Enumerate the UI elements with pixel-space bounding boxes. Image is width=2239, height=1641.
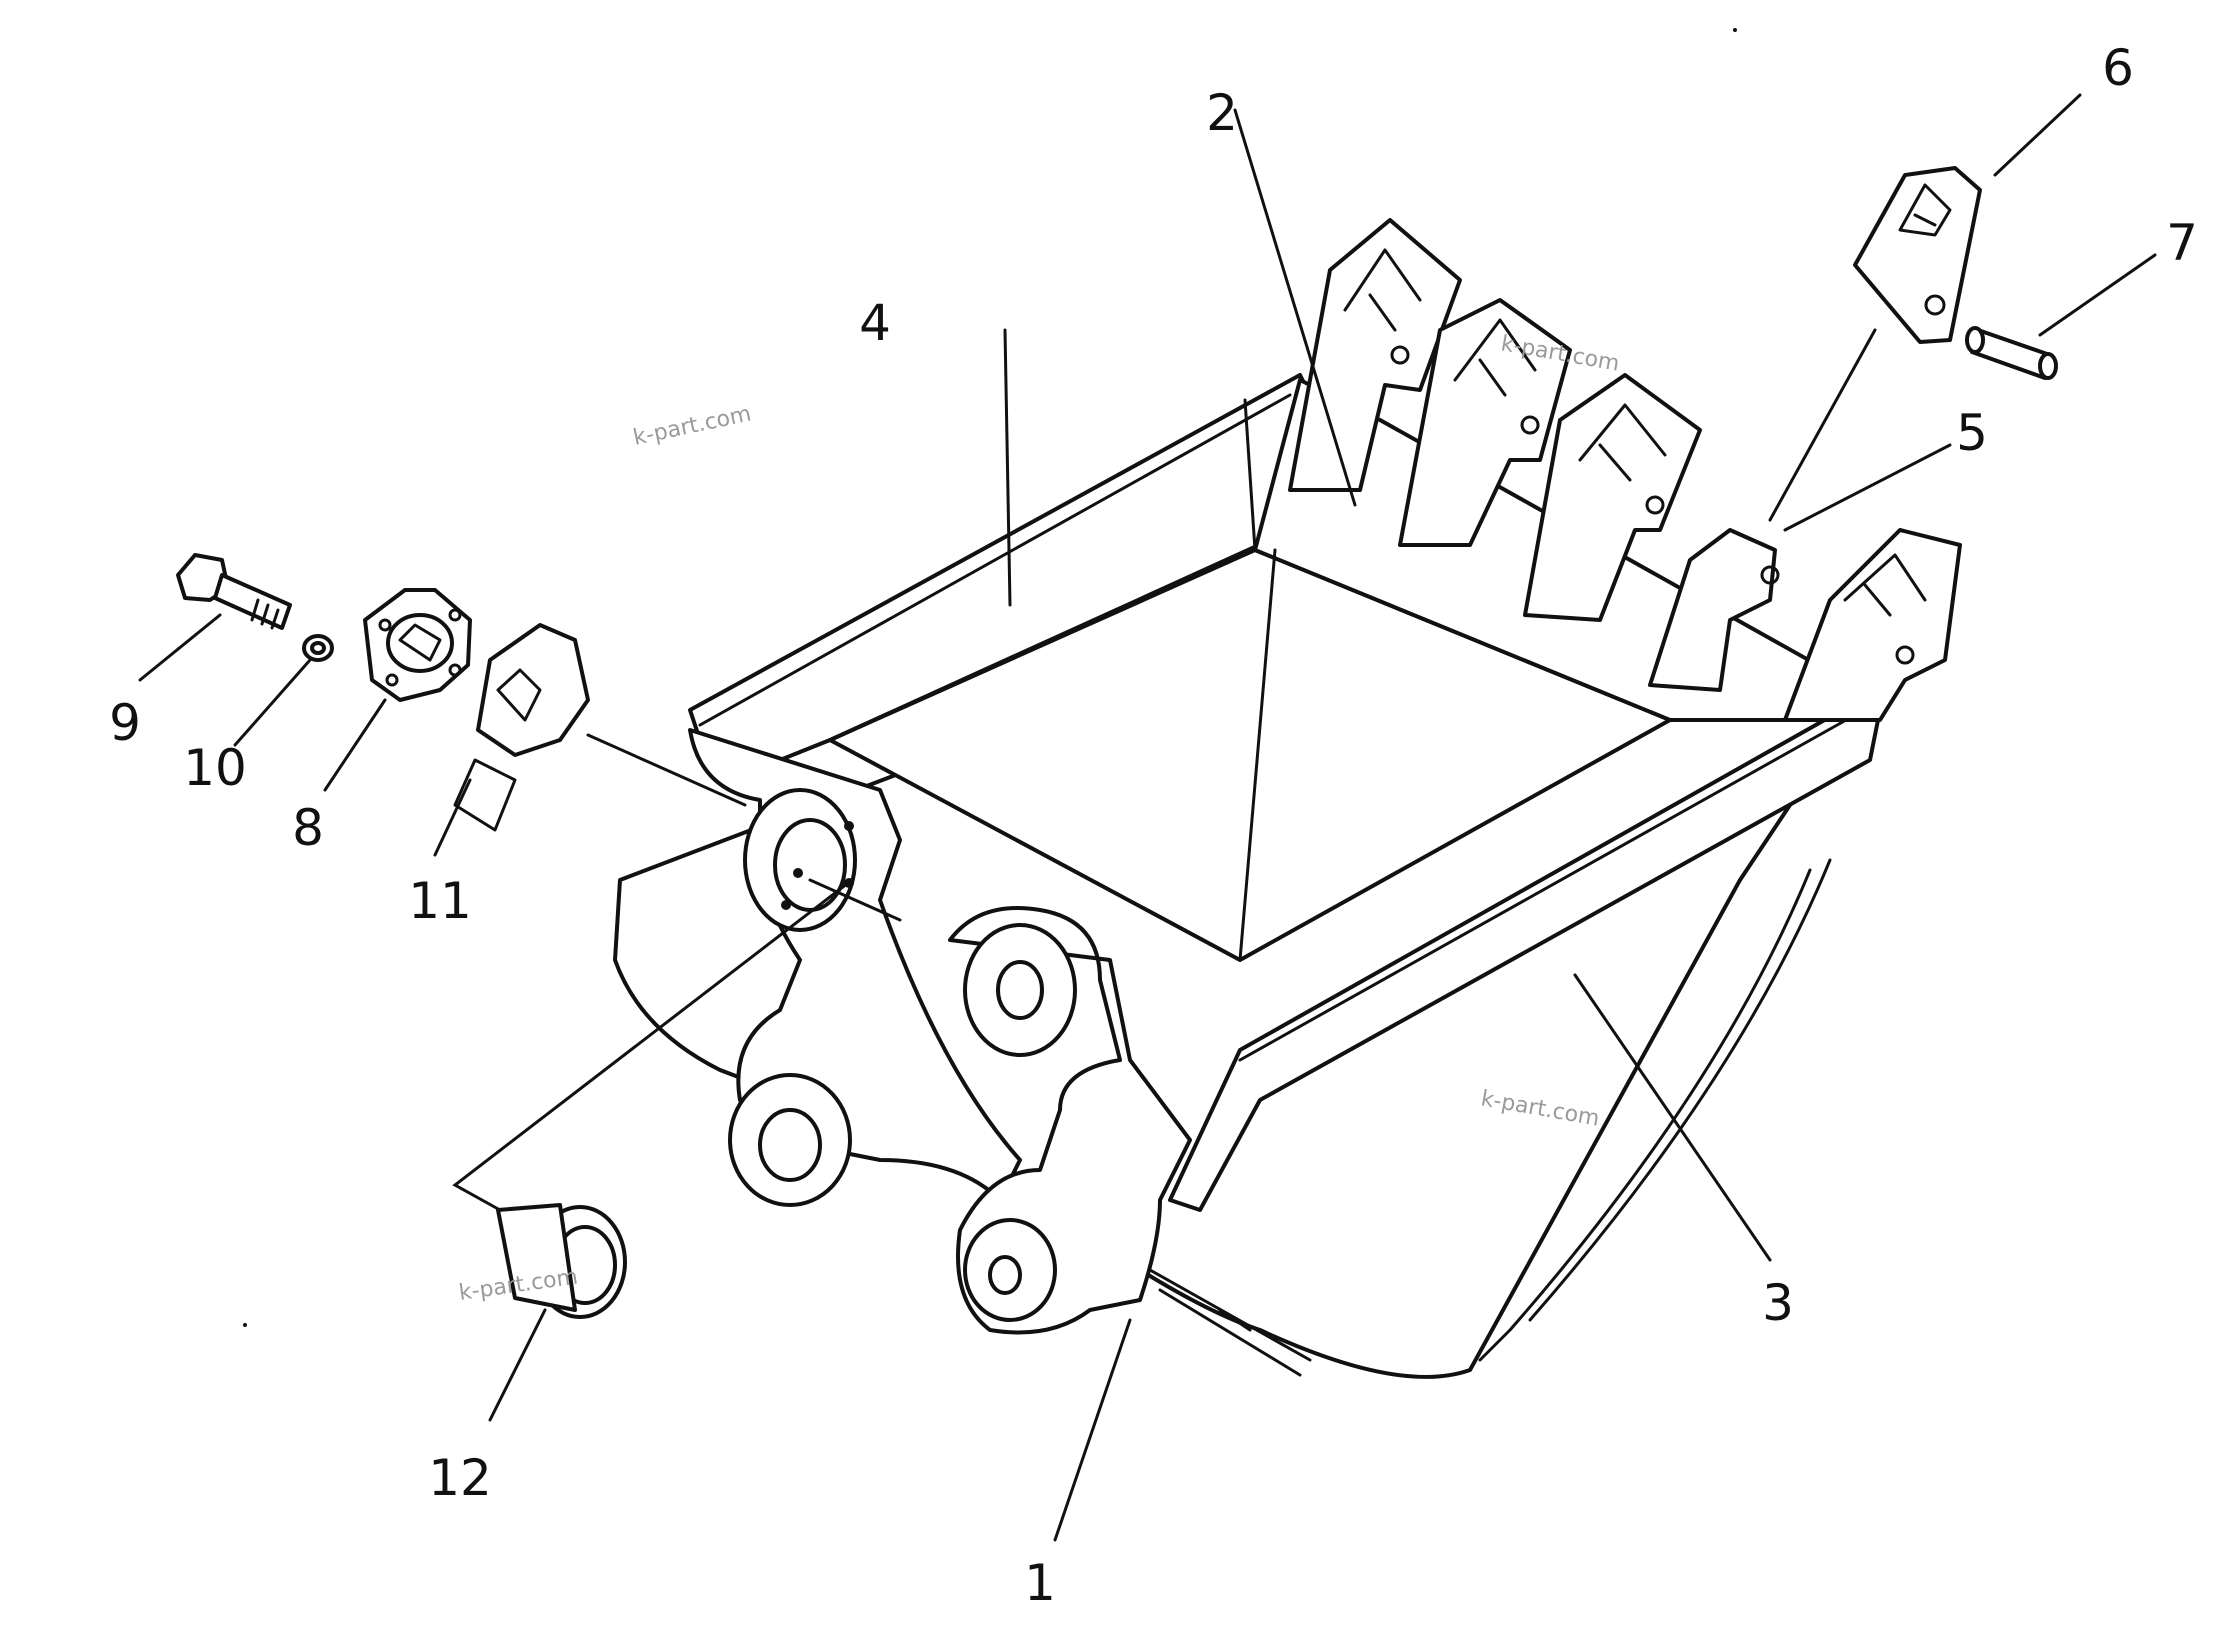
callout-9: 9: [109, 694, 141, 752]
teeth-row: [1288, 218, 1962, 722]
speck: [1733, 28, 1737, 32]
tooth-3: [1523, 373, 1702, 622]
leader-lines: [138, 93, 2157, 1542]
assembly-lines: [452, 733, 902, 1212]
callout-10: 10: [183, 739, 247, 797]
tooth-pin: [1965, 326, 2058, 380]
bushing: [496, 1203, 627, 1319]
callout-5: 5: [1956, 404, 1988, 462]
washer: [302, 634, 334, 662]
callout-12: 12: [428, 1449, 492, 1507]
speck: [243, 1323, 247, 1327]
bucket-shell: [613, 638, 1862, 1379]
bolt: [176, 553, 292, 630]
callout-8: 8: [292, 799, 324, 857]
retainer-plate: [363, 588, 472, 702]
callout-3: 3: [1762, 1274, 1794, 1332]
watermark: k-part.com: [631, 402, 753, 451]
tooth-5: [1783, 528, 1962, 722]
loose-tooth: [1853, 166, 1982, 344]
callout-11: 11: [408, 872, 472, 930]
callout-1: 1: [1024, 1554, 1056, 1612]
tooth-adapter-5: [1648, 528, 1777, 692]
bucket-body: [613, 373, 1882, 1379]
callout-6: 6: [2102, 39, 2134, 97]
callouts: 1 2 3 4 5 6 7 8 9 10 11 12: [109, 39, 2198, 1612]
callout-4: 4: [859, 294, 891, 352]
callout-7: 7: [2166, 214, 2198, 272]
callout-2: 2: [1206, 84, 1238, 142]
shim: [453, 623, 590, 832]
